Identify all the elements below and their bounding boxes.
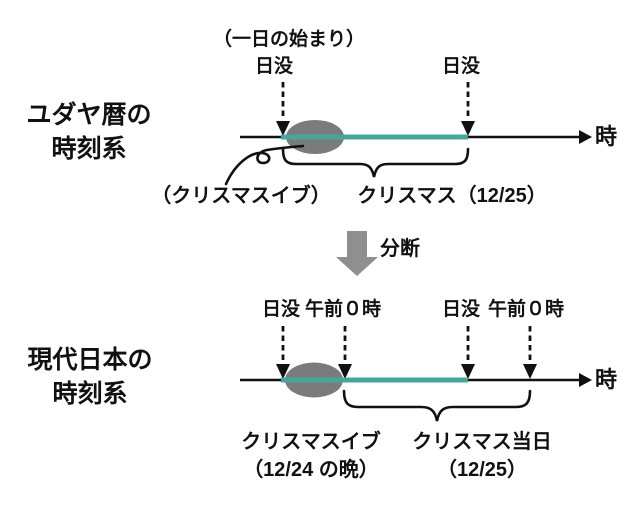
midnight-label-bottom-left: 午前０時 — [304, 299, 382, 320]
time-axis-unit-top: 時 — [595, 124, 618, 149]
eve-pointer-curve — [224, 144, 305, 186]
sunset-label-bottom-left: 日没 — [261, 299, 301, 320]
japan-timeline-group — [240, 326, 592, 422]
jewish-system-title: ユダヤ暦の 時刻系 — [26, 98, 151, 166]
japan-system-title-line2: 時刻系 — [52, 380, 128, 408]
time-axis-arrowhead-bottom — [579, 373, 592, 387]
sunset-arrowhead-top-right — [461, 121, 475, 136]
christmas-brace-top — [281, 147, 470, 178]
christmas-eve-label-line2: （12/24 の晩） — [243, 459, 379, 481]
midnight-label-bottom-right: 午前０時 — [487, 299, 565, 320]
japan-system-title-line1: 現代日本の — [27, 346, 153, 374]
sunset-arrowhead-top-left — [276, 121, 290, 136]
jewish-timeline-group — [224, 82, 592, 186]
christmas-day-label-line2: （12/25） — [436, 459, 528, 481]
christmas-day-label-line1: クリスマス当日 — [412, 431, 552, 453]
sunset-arrowhead-bottom-right — [461, 364, 475, 379]
midnight-arrowhead-bottom-left — [338, 364, 352, 379]
split-label: 分断 — [380, 238, 420, 260]
christmas-brace-bottom — [342, 389, 532, 422]
split-down-arrow — [336, 231, 378, 276]
jewish-system-title-line2: 時刻系 — [51, 135, 127, 163]
christmas-eve-label-line1: クリスマスイブ — [241, 431, 381, 453]
christmas-day-label-bottom: クリスマス当日 （12/25） — [412, 428, 551, 484]
midnight-arrowhead-bottom-right — [523, 364, 537, 379]
christmas-eve-label-bottom: クリスマスイブ （12/24 の晩） — [241, 428, 380, 484]
day-start-note: （一日の始まり） — [212, 29, 366, 50]
sunset-label-top-left: 日没 — [254, 56, 294, 77]
sunset-label-top-right: 日没 — [441, 56, 481, 77]
time-axis-arrowhead-top — [579, 130, 592, 144]
christmas-eve-note-top: （クリスマスイブ） — [151, 185, 331, 207]
sunset-arrowhead-bottom-left — [276, 364, 290, 379]
christmas-span-label-top: クリスマス（12/25） — [357, 185, 547, 207]
time-axis-unit-bottom: 時 — [595, 367, 618, 392]
sunset-label-bottom-right: 日没 — [441, 299, 481, 320]
jewish-system-title-line1: ユダヤ暦の — [26, 101, 152, 129]
japan-system-title: 現代日本の 時刻系 — [27, 343, 152, 411]
